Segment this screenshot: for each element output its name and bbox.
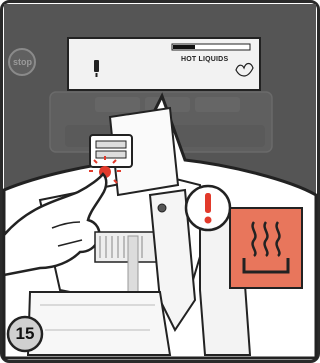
step-number: 15 [8, 317, 42, 351]
stop-label: stop [10, 57, 35, 67]
panel-button-3 [195, 97, 240, 112]
cup-icon [94, 60, 99, 72]
steam-stream [128, 236, 138, 296]
display-message: HOT LIQUIDS [181, 56, 228, 63]
container [28, 292, 170, 355]
exclamation-icon [205, 193, 211, 213]
panel-button-1 [95, 97, 140, 112]
progress-bar-fill [173, 45, 195, 49]
